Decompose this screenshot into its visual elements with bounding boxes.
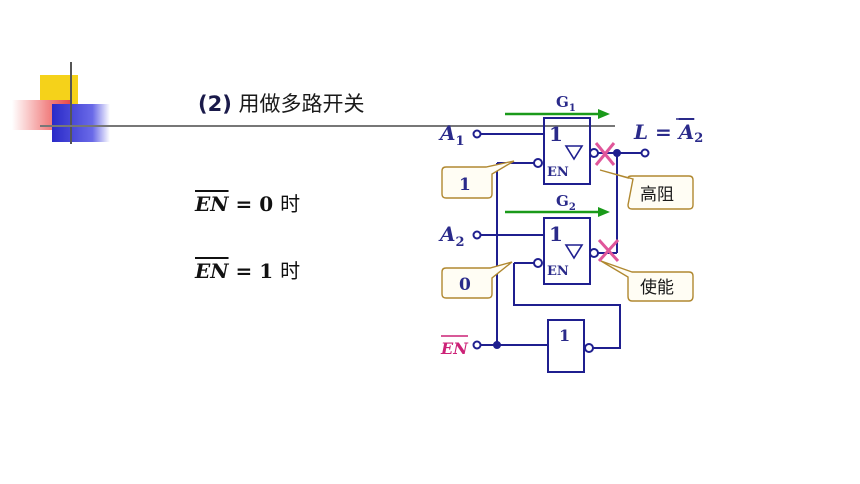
g1-symbol: 1	[549, 122, 563, 146]
a2-terminal	[472, 230, 482, 240]
en-terminal	[472, 340, 482, 350]
condition-signal: EN	[195, 259, 229, 283]
en-junction	[493, 341, 501, 349]
callout-en1-value: 1	[459, 175, 471, 195]
callout-highz-box	[599, 169, 694, 210]
section-heading: (2) 用做多路开关	[198, 88, 365, 118]
output-terminal	[640, 148, 650, 158]
g2-en-label: EN	[547, 264, 569, 279]
a1-label: A1	[438, 121, 465, 149]
condition-en-1: EN = 1 时	[195, 255, 300, 284]
g1-en-label: EN	[547, 165, 569, 180]
callout-enable-text: 使能	[640, 277, 674, 298]
inverter-feedback-wire	[513, 263, 621, 349]
condition-suffix: 时	[280, 192, 301, 216]
inverter-bubble	[584, 343, 594, 353]
condition-signal: EN	[195, 192, 229, 216]
g2-en-bubble	[533, 258, 543, 268]
g2-tristate-symbol	[564, 244, 584, 260]
g2-label: G2	[556, 192, 576, 213]
a1-terminal	[472, 129, 482, 139]
g1-cross-mark-2	[594, 142, 616, 166]
callout-en2-value: 0	[459, 275, 471, 295]
g1-en-bubble	[533, 158, 543, 168]
heading-number: (2)	[198, 92, 232, 116]
decor-horizontal-rule	[40, 125, 615, 127]
g2-cross-mark-2	[597, 238, 620, 263]
callout-en1-box	[441, 160, 515, 199]
g1-flow-arrowhead	[598, 109, 610, 119]
condition-suffix: 时	[280, 259, 301, 283]
g2-symbol: 1	[549, 222, 563, 246]
g2-flow-arrowhead	[598, 207, 610, 217]
a2-label: A2	[438, 222, 465, 250]
inverter-symbol: 1	[559, 326, 570, 345]
decor-vertical-line	[70, 62, 72, 144]
inverter-box	[547, 319, 585, 373]
condition-value: = 1	[228, 259, 274, 283]
g1-output-bubble	[589, 148, 599, 158]
en-input-label: EN	[440, 339, 469, 358]
condition-value: = 0	[228, 192, 274, 216]
decor-blue-square	[52, 104, 110, 142]
callout-en2-box	[441, 261, 513, 299]
g1-tristate-symbol	[564, 145, 584, 161]
condition-en-0: EN = 0 时	[195, 188, 300, 217]
callout-highz-text: 高阻	[640, 185, 674, 205]
g1-label: G1	[556, 93, 576, 114]
callout-enable-box	[600, 260, 694, 302]
output-label: L = A2	[633, 120, 703, 146]
g2-output-bubble	[589, 248, 599, 258]
heading-text: 用做多路开关	[238, 92, 365, 116]
